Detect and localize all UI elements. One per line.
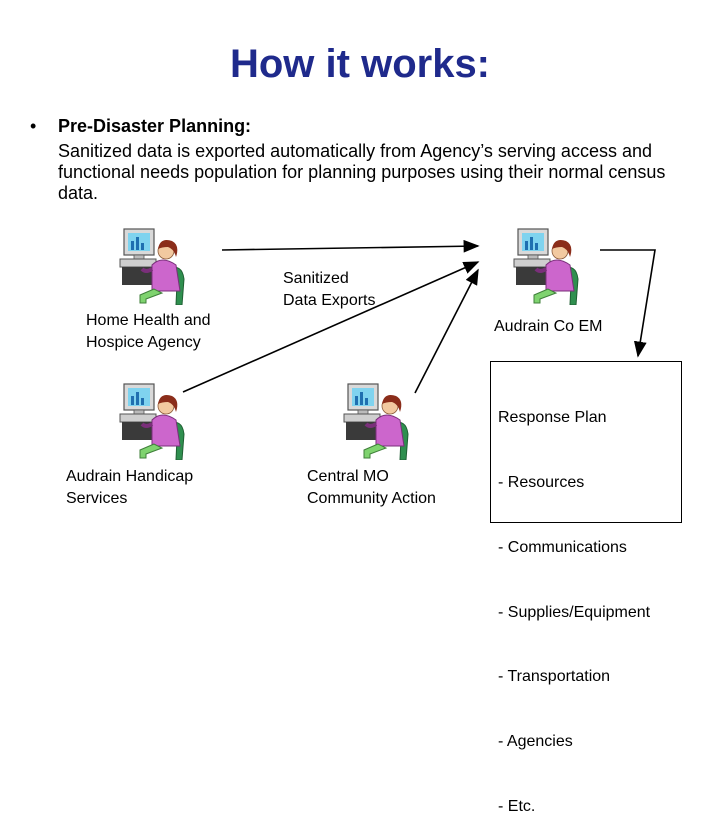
response-plan-box (490, 361, 682, 523)
computer-user-icon (118, 227, 186, 305)
edge-label-line: Sanitized (283, 270, 349, 287)
plan-line: - Supplies/Equipment (498, 603, 651, 621)
edge-label: Sanitized Data Exports (283, 268, 375, 312)
connector-arrows (182, 239, 656, 394)
computer-user-icon (342, 382, 410, 460)
plan-line: - Etc. (498, 797, 536, 815)
plan-line: - Resources (498, 473, 585, 491)
page-title: How it works: (229, 42, 491, 86)
bullet-heading: Pre-Disaster Planning: (58, 116, 252, 136)
node-label-line: Services (66, 490, 128, 507)
plan-line: Response Plan (498, 409, 607, 427)
computer-user-icon (118, 382, 186, 460)
arrow-home-to-em (221, 239, 480, 253)
node-label-line: Hospice Agency (86, 334, 201, 351)
bullet-marker: • (30, 116, 37, 136)
arrow-em-to-plan (600, 249, 656, 358)
response-plan-text: Response Plan - Resources - Communicatio… (498, 364, 650, 839)
computer-user-icon (512, 227, 580, 305)
node-label-line: Community Action (307, 490, 436, 507)
plan-line: - Agencies (498, 733, 573, 751)
node-home-health: Home Health and Hospice Agency (86, 310, 211, 354)
node-handicap: Audrain Handicap Services (66, 466, 193, 510)
edge-label-line: Data Exports (283, 292, 376, 309)
arrow-central-to-em (414, 268, 479, 394)
node-label-line: Central MO (307, 468, 389, 485)
node-label-line: Audrain Handicap (66, 468, 194, 485)
plan-line: - Transportation (498, 668, 611, 686)
node-label-line: Audrain Co EM (494, 318, 603, 335)
node-label-line: Home Health and (86, 312, 211, 329)
node-audrain-em: Audrain Co EM (494, 316, 603, 338)
bullet-body: Sanitized data is exported automatically… (58, 141, 666, 203)
node-central-mo: Central MO Community Action (307, 466, 436, 510)
arrow-handicap-to-em (182, 261, 480, 393)
